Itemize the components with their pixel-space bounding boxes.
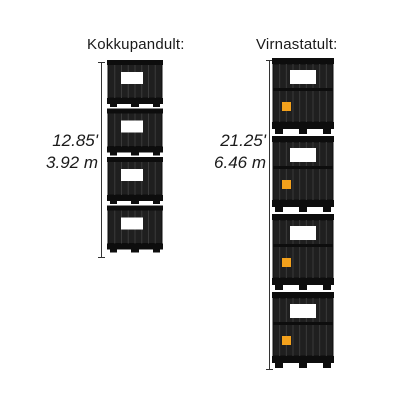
assembled-crate-label-patch: [290, 148, 316, 162]
stacked-title: Virnastatult:: [256, 36, 338, 53]
assembled-crate-accent-tag: [282, 336, 291, 345]
stacked-height-meters: 6.46 m: [214, 153, 266, 172]
folded-crate: [107, 205, 163, 253]
folded-crate-foot: [131, 201, 139, 204]
collapsed-height-feet: 12.85': [52, 131, 98, 150]
folded-crate-rim: [107, 157, 163, 162]
assembled-crate-foot: [299, 363, 307, 368]
folded-crate-rim: [107, 60, 163, 65]
folded-crate-rim: [107, 205, 163, 211]
assembled-crate-label-patch: [290, 304, 316, 318]
stacked-dimension-tick-bottom: [266, 369, 273, 370]
assembled-crate-foot: [275, 207, 283, 212]
assembled-crate-accent-tag: [282, 258, 291, 267]
stacked-dimension-tick-top: [266, 60, 273, 61]
folded-crate-label-patch: [121, 217, 143, 230]
assembled-crate-label-patch: [290, 70, 316, 84]
folded-crate: [107, 157, 163, 204]
assembled-crate-foot: [275, 285, 283, 290]
folded-crate-label-patch: [121, 169, 143, 181]
assembled-crate-foot: [323, 363, 331, 368]
assembled-crate-band: [273, 88, 333, 91]
assembled-crate-foot: [299, 129, 307, 134]
assembled-crate-base: [272, 356, 334, 363]
folded-crate-foot: [110, 152, 117, 156]
folded-crate-foot: [131, 152, 139, 156]
folded-crate-label-patch: [121, 72, 143, 84]
assembled-crate-foot: [323, 207, 331, 212]
stacked-height-feet: 21.25': [220, 131, 266, 150]
folded-crate-rim: [107, 108, 163, 114]
folded-crate-base: [107, 146, 163, 153]
assembled-crate-band: [273, 166, 333, 169]
assembled-crate-foot: [275, 363, 283, 368]
folded-crate: [107, 60, 163, 107]
assembled-crate-rim: [272, 292, 334, 298]
folded-crate-base: [107, 195, 163, 201]
folded-crate-foot: [153, 249, 160, 253]
assembled-crate: [272, 292, 334, 368]
assembled-crate-base: [272, 122, 334, 129]
assembled-crate-foot: [275, 129, 283, 134]
assembled-crate-label-patch: [290, 226, 316, 240]
assembled-crate-base: [272, 200, 334, 207]
collapsed-stack-title: Kokkupandult:: [87, 36, 185, 53]
assembled-crate-rim: [272, 136, 334, 142]
folded-crate-foot: [153, 201, 160, 204]
assembled-crate-foot: [323, 129, 331, 134]
folded-crate-foot: [110, 249, 117, 253]
stacked-crate-column: [272, 58, 334, 372]
collapsed-height-meters: 3.92 m: [46, 153, 98, 172]
assembled-crate-rim: [272, 58, 334, 64]
assembled-crate-foot: [299, 285, 307, 290]
collapsed-height-dimension: 12.85' 3.92 m: [18, 130, 98, 174]
assembled-crate-band: [273, 244, 333, 247]
folded-crate: [107, 108, 163, 156]
assembled-crate-base: [272, 278, 334, 285]
assembled-crate-rim: [272, 214, 334, 220]
folded-crate-foot: [131, 104, 139, 107]
collapsed-crate-stack: [107, 60, 163, 258]
folded-crate-foot: [153, 152, 160, 156]
assembled-crate: [272, 136, 334, 212]
assembled-crate-foot: [323, 285, 331, 290]
assembled-crate: [272, 58, 334, 134]
folded-crate-base: [107, 98, 163, 104]
stacked-dimension-line: [269, 60, 270, 370]
folded-crate-foot: [153, 104, 160, 107]
folded-crate-foot: [110, 104, 117, 107]
assembled-crate-accent-tag: [282, 102, 291, 111]
collapsed-crate-stack-graphic: [107, 60, 163, 253]
stacked-crate-column-graphic: [272, 58, 334, 368]
collapsed-dimension-tick-bottom: [98, 257, 105, 258]
folded-crate-label-patch: [121, 120, 143, 133]
assembled-crate-foot: [299, 207, 307, 212]
folded-crate-foot: [131, 249, 139, 253]
assembled-crate: [272, 214, 334, 290]
stacked-height-dimension: 21.25' 6.46 m: [186, 130, 266, 174]
assembled-crate-band: [273, 322, 333, 325]
collapsed-dimension-tick-top: [98, 62, 105, 63]
folded-crate-base: [107, 243, 163, 250]
collapsed-dimension-line: [101, 62, 102, 258]
folded-crate-foot: [110, 201, 117, 204]
assembled-crate-accent-tag: [282, 180, 291, 189]
